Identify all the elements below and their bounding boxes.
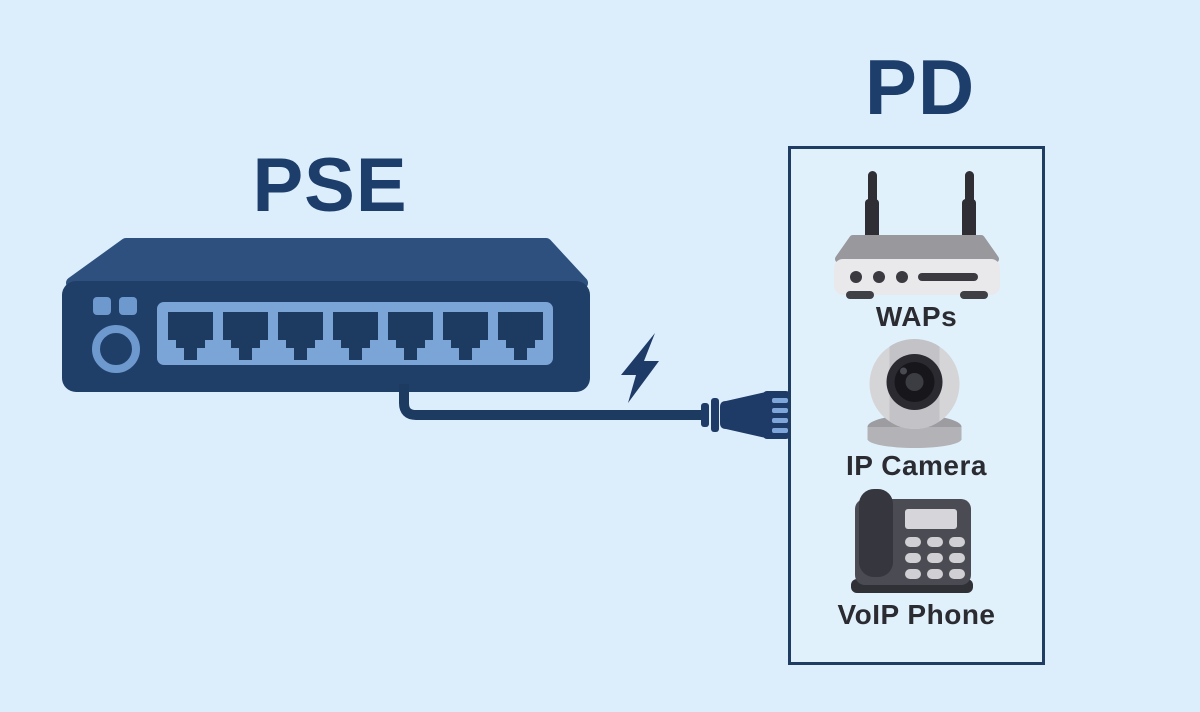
poe-switch-icon bbox=[62, 238, 590, 392]
switch-led-icon bbox=[119, 297, 137, 315]
switch-ports bbox=[168, 312, 543, 360]
ethernet-cable bbox=[399, 384, 706, 420]
wireless-access-point-icon bbox=[833, 171, 1000, 299]
pd-device-camera: IP Camera bbox=[846, 338, 987, 482]
pd-title: PD bbox=[864, 43, 976, 131]
pd-device-label: VoIP Phone bbox=[837, 599, 996, 630]
lightning-bolt-icon bbox=[621, 333, 659, 403]
rj45-port bbox=[388, 312, 433, 360]
switch-power-ring-icon bbox=[92, 325, 140, 373]
pd-device-label: IP Camera bbox=[846, 450, 987, 481]
rj45-pins bbox=[772, 398, 788, 433]
rj45-port bbox=[498, 312, 543, 360]
rj45-port bbox=[278, 312, 323, 360]
pse-title: PSE bbox=[252, 143, 408, 228]
rj45-port bbox=[223, 312, 268, 360]
rj45-port bbox=[443, 312, 488, 360]
switch-led-icon bbox=[93, 297, 111, 315]
rj45-port bbox=[333, 312, 378, 360]
voip-phone-icon bbox=[850, 489, 973, 593]
switch-top-face bbox=[66, 238, 588, 289]
pd-device-label: WAPs bbox=[875, 301, 958, 332]
pd-device-wap: WAPs bbox=[832, 169, 1002, 333]
rj45-connector-icon bbox=[701, 391, 790, 439]
pd-device-phone: VoIP Phone bbox=[838, 487, 996, 631]
pd-devices-box: WAPs IP Camera bbox=[788, 146, 1045, 665]
rj45-port bbox=[168, 312, 213, 360]
ip-camera-icon bbox=[867, 339, 962, 448]
